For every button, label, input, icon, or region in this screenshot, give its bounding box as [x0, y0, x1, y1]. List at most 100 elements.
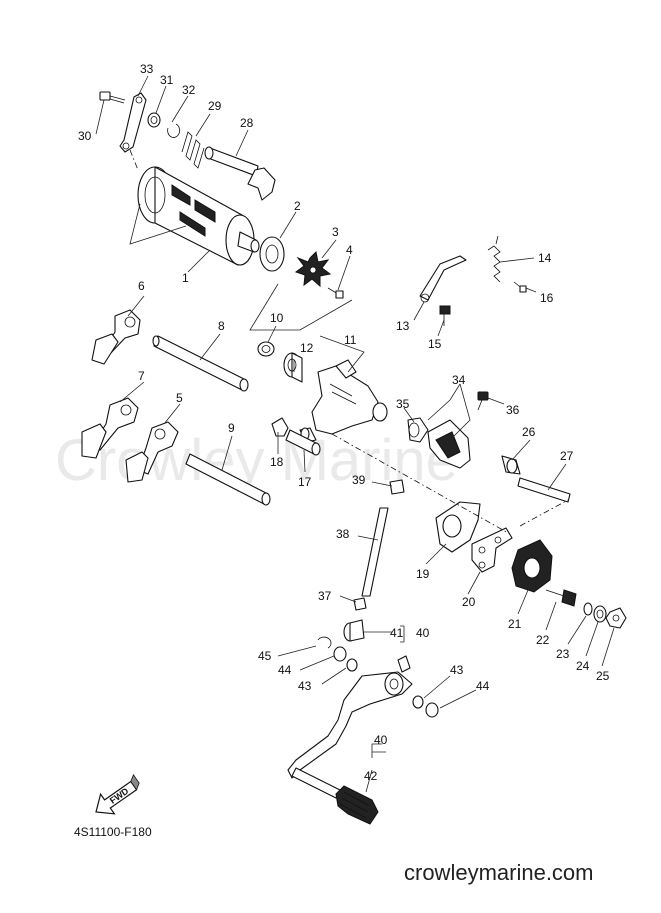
part-plate-20 — [471, 527, 513, 573]
callout-45: 45 — [258, 649, 272, 663]
callout-27: 27 — [560, 449, 574, 463]
part-bolt-15 — [439, 305, 451, 326]
part-nut-25 — [605, 607, 627, 629]
callout-29: 29 — [208, 99, 222, 113]
callout-38: 38 — [336, 527, 350, 541]
part-washer-23 — [583, 602, 593, 616]
callout-43-left: 43 — [298, 679, 312, 693]
callout-13: 13 — [396, 319, 410, 333]
callout-6: 6 — [138, 279, 145, 293]
callout-31: 31 — [160, 73, 174, 87]
part-shift-drum-1 — [137, 166, 260, 266]
callout-44-left: 44 — [278, 663, 292, 677]
part-bolt-36 — [477, 391, 489, 411]
part-clip-32 — [167, 123, 181, 138]
callout-10: 10 — [270, 311, 284, 325]
callout-44-right: 44 — [476, 679, 490, 693]
callout-22: 22 — [536, 633, 550, 647]
part-washer-24 — [593, 605, 607, 623]
part-bolt-17 — [285, 429, 321, 456]
part-fork-6 — [91, 309, 141, 365]
part-pedal-40 — [287, 655, 413, 799]
part-nut-37 — [353, 597, 367, 611]
callout-labels: 33 31 32 29 30 28 2 1 3 4 6 8 10 11 12 7… — [78, 62, 610, 783]
part-screw-4 — [327, 287, 344, 299]
part-shaft-9 — [185, 453, 271, 506]
callout-7: 7 — [138, 369, 145, 383]
part-bearing-2 — [259, 236, 285, 272]
part-fork-7 — [81, 397, 139, 459]
callout-21: 21 — [508, 617, 522, 631]
callout-12: 12 — [300, 341, 314, 355]
part-rod-38 — [361, 507, 389, 597]
callout-18: 18 — [270, 455, 284, 469]
part-nut-39 — [389, 479, 405, 495]
part-collar-26 — [501, 455, 521, 475]
callout-24: 24 — [576, 659, 590, 673]
part-shaft-28 — [204, 146, 276, 201]
site-footer: crowleymarine.com — [404, 860, 594, 885]
callout-39: 39 — [352, 473, 366, 487]
callout-15: 15 — [428, 337, 442, 351]
fwd-arrow: FWD — [95, 773, 140, 815]
callout-41: 41 — [390, 626, 404, 640]
part-bolt-22 — [545, 589, 577, 607]
part-washer-43b — [412, 695, 424, 709]
callout-19: 19 — [416, 567, 430, 581]
part-rubber-42 — [335, 785, 379, 825]
callout-17: 17 — [298, 475, 312, 489]
part-washer-43a — [346, 658, 358, 672]
callout-25: 25 — [596, 669, 610, 683]
part-pin-27 — [517, 477, 571, 503]
callout-4: 4 — [346, 243, 353, 257]
callout-9: 9 — [228, 421, 235, 435]
part-spring-14 — [487, 235, 501, 283]
callout-20: 20 — [462, 595, 476, 609]
callout-26: 26 — [522, 425, 536, 439]
callout-36: 36 — [506, 403, 520, 417]
part-washer-44b — [425, 702, 439, 718]
part-shift-shaft-11 — [299, 359, 388, 443]
callout-33: 33 — [140, 62, 154, 76]
part-spring-29 — [181, 131, 205, 169]
callout-34: 34 — [452, 373, 466, 387]
callout-2: 2 — [294, 199, 301, 213]
part-joint-35 — [407, 417, 429, 443]
leader-lines — [95, 75, 615, 793]
callout-37: 37 — [318, 589, 332, 603]
callout-30: 30 — [78, 129, 92, 143]
part-clip-45 — [317, 636, 332, 649]
center-lines — [129, 149, 569, 535]
diagram-code: 4S11100-F180 — [74, 825, 152, 839]
callout-28: 28 — [240, 116, 254, 130]
part-pin-16 — [513, 281, 527, 293]
part-fork-5 — [125, 421, 179, 483]
part-plate-13 — [419, 255, 467, 301]
callout-1: 1 — [182, 271, 189, 285]
callout-3: 3 — [332, 225, 339, 239]
callout-40-lower: 40 — [374, 733, 388, 747]
part-lever-33 — [119, 92, 147, 153]
callout-42: 42 — [364, 769, 378, 783]
part-clip-18 — [271, 417, 289, 437]
part-washer-44a — [333, 646, 347, 662]
callout-32: 32 — [182, 83, 196, 97]
callout-40-upper: 40 — [416, 626, 430, 640]
callout-16: 16 — [540, 291, 554, 305]
part-oring-10 — [257, 341, 275, 357]
part-cam-21 — [511, 539, 553, 593]
callout-5: 5 — [176, 391, 183, 405]
callout-35: 35 — [396, 397, 410, 411]
part-shaft-8 — [152, 335, 249, 392]
part-segment-19 — [435, 501, 481, 553]
callout-14: 14 — [538, 251, 552, 265]
callout-23: 23 — [556, 647, 570, 661]
callout-8: 8 — [218, 319, 225, 333]
part-seal-12 — [283, 352, 303, 383]
callout-11: 11 — [344, 333, 357, 347]
part-bolt-30 — [99, 91, 126, 104]
callout-43-right: 43 — [450, 663, 464, 677]
part-washer-31 — [147, 112, 161, 128]
parts-artwork — [81, 91, 627, 825]
